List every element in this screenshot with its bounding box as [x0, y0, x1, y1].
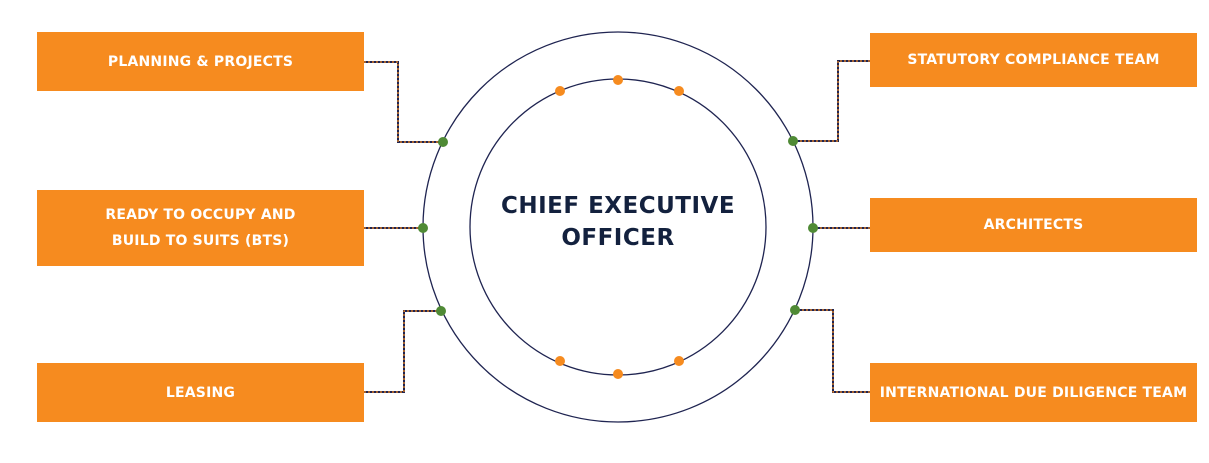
connectors — [364, 60, 870, 393]
department-box-planning-projects: PLANNING & PROJECTS — [37, 32, 364, 91]
connector-dot-international — [790, 305, 800, 315]
department-box-international-due-diligence: INTERNATIONAL DUE DILIGENCE TEAM — [870, 363, 1197, 422]
connector-statutory — [793, 60, 870, 142]
ring-dot-top-right — [674, 86, 684, 96]
ring-dot-top-left — [555, 86, 565, 96]
ring-dot-bottom-center — [613, 369, 623, 379]
connector-dot-leasing — [436, 306, 446, 316]
ring-dot-bottom-left — [555, 356, 565, 366]
connector-dot-planning — [438, 137, 448, 147]
ceo-title: CHIEF EXECUTIVE OFFICER — [500, 193, 736, 251]
connector-planning — [364, 61, 443, 143]
ring-dot-top-center — [613, 75, 623, 85]
connector-international — [795, 309, 870, 393]
department-box-architects: ARCHITECTS — [870, 198, 1197, 252]
connector-dot-architects — [808, 223, 818, 233]
department-box-statutory-compliance: STATUTORY COMPLIANCE TEAM — [870, 33, 1197, 87]
connector-dot-ready — [418, 223, 428, 233]
connector-leasing — [364, 310, 441, 393]
ring-dot-bottom-right — [674, 356, 684, 366]
department-box-ready-to-occupy: READY TO OCCUPY AND BUILD TO SUITS (BTS) — [37, 190, 364, 266]
connector-dot-statutory — [788, 136, 798, 146]
department-box-leasing: LEASING — [37, 363, 364, 422]
